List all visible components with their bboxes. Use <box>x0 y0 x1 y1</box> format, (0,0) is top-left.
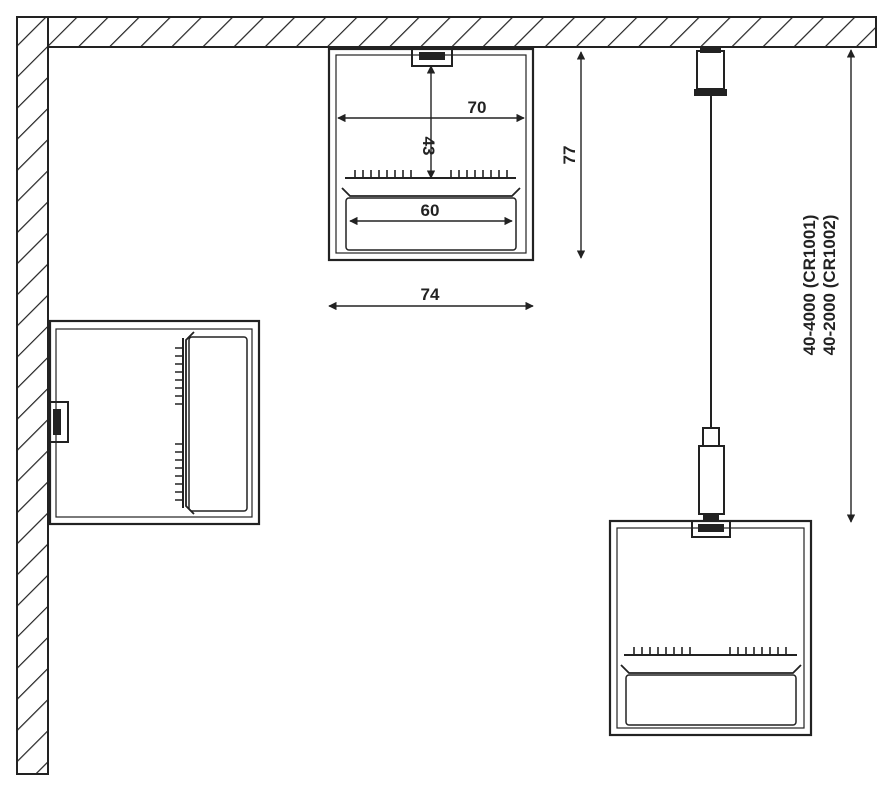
dim-label-diffuser-width: 60 <box>421 201 440 220</box>
dim-label-inner-height: 43 <box>419 137 438 156</box>
dim-label-suspension-2: 40-2000 (CR1002) <box>820 215 839 356</box>
dim-label-total-width: 74 <box>421 285 440 304</box>
ceiling-mounted-profile <box>327 47 535 262</box>
ceiling-clip <box>411 48 453 67</box>
wall-heatsink-fins <box>175 338 184 508</box>
wall-diffuser <box>185 331 248 515</box>
dim-total-width: 74 <box>328 285 534 311</box>
dim-label-total-height: 77 <box>560 146 579 165</box>
dim-diffuser-width: 60 <box>349 201 513 226</box>
dim-suspension-length: 40-4000 (CR1001) 40-2000 (CR1002) <box>800 49 856 523</box>
ceiling <box>47 16 877 48</box>
dim-total-height: 77 <box>560 51 586 259</box>
wall-clip <box>49 401 69 443</box>
dim-label-suspension-1: 40-4000 (CR1001) <box>800 215 819 356</box>
wall-mounted-profile <box>48 319 261 526</box>
dim-inner-height: 43 <box>419 65 438 179</box>
suspended-profile <box>608 519 813 737</box>
dim-label-inner-width: 70 <box>468 98 487 117</box>
suspension-kit <box>694 48 727 522</box>
diffuser <box>341 187 521 251</box>
wall <box>16 16 49 775</box>
